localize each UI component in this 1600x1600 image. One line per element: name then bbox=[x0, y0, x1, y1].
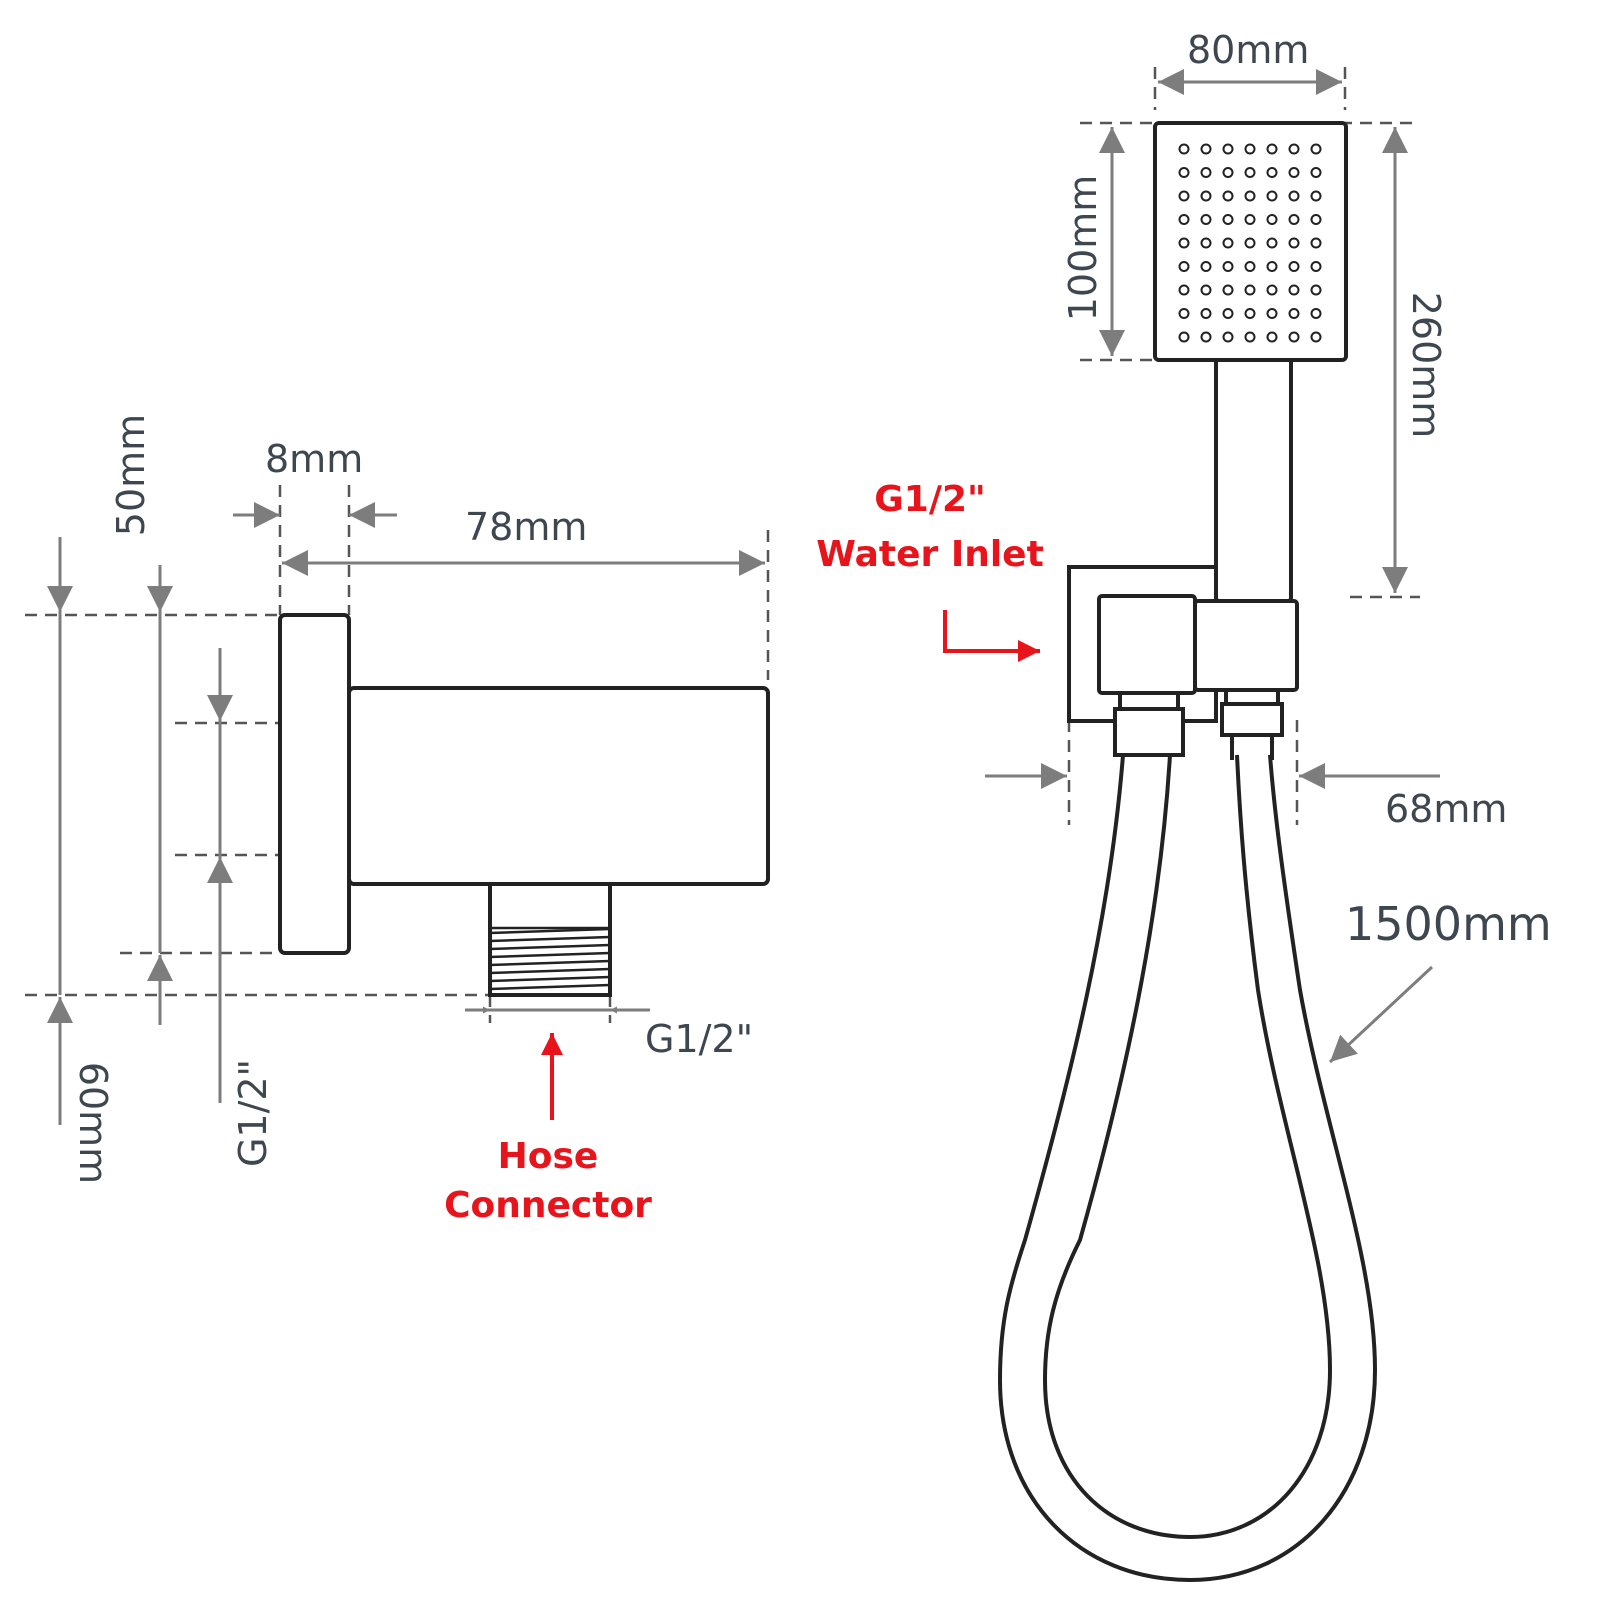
nozzle bbox=[1178, 237, 1190, 249]
hose-connector-callout-line1: Hose bbox=[498, 1136, 599, 1177]
dim-inlet-thread-label: G1/2" bbox=[231, 1059, 275, 1167]
nozzle bbox=[1310, 261, 1322, 272]
nozzle bbox=[1222, 308, 1234, 319]
nozzle bbox=[1310, 308, 1322, 319]
nozzle bbox=[1266, 331, 1278, 343]
nozzle bbox=[1310, 331, 1322, 343]
outlet-thread bbox=[489, 926, 611, 991]
hose-outer-line bbox=[997, 754, 1378, 1583]
nozzle bbox=[1288, 308, 1300, 319]
nozzle bbox=[1310, 284, 1322, 296]
dim-bracket-width-label: 68mm bbox=[1385, 787, 1507, 831]
nozzle bbox=[1310, 143, 1322, 155]
dim-head-width-label: 80mm bbox=[1187, 28, 1309, 72]
right-hose-nut bbox=[1220, 702, 1284, 737]
dim-body-length-label: 78mm bbox=[465, 505, 587, 549]
nozzle bbox=[1222, 331, 1234, 343]
left-hose-nut bbox=[1113, 707, 1185, 757]
nozzle bbox=[1288, 214, 1300, 225]
left-hose-nut-top bbox=[1118, 691, 1180, 711]
nozzle bbox=[1200, 214, 1212, 225]
dim-flange-thickness-label: 8mm bbox=[265, 437, 363, 481]
nozzle bbox=[1178, 284, 1190, 296]
nozzle bbox=[1200, 308, 1212, 319]
nozzle bbox=[1266, 261, 1278, 272]
dim-outlet-thread-label: G1/2" bbox=[645, 1017, 753, 1061]
right-hose-nut-top bbox=[1224, 688, 1280, 706]
nozzle bbox=[1178, 167, 1190, 178]
nozzle bbox=[1288, 237, 1300, 249]
hand-shower-drawing: 80mm 100mm 260mm 68mm 1500mm G1/2" Water… bbox=[816, 28, 1552, 1583]
nozzle bbox=[1178, 214, 1190, 225]
connector-body bbox=[347, 686, 770, 886]
shower-handle bbox=[1214, 355, 1293, 603]
shower-head-nozzles bbox=[1178, 143, 1322, 343]
nozzle bbox=[1178, 261, 1190, 272]
dim-hose-length-label: 1500mm bbox=[1345, 897, 1552, 951]
nozzle bbox=[1310, 237, 1322, 249]
nozzle bbox=[1244, 261, 1256, 272]
nozzle bbox=[1266, 214, 1278, 225]
nozzle bbox=[1244, 167, 1256, 178]
dim-total-length-label: 260mm bbox=[1404, 292, 1448, 439]
nozzle bbox=[1266, 308, 1278, 319]
nozzle bbox=[1310, 167, 1322, 178]
nozzle bbox=[1244, 308, 1256, 319]
nozzle bbox=[1266, 167, 1278, 178]
nozzle bbox=[1222, 214, 1234, 225]
nozzle bbox=[1266, 284, 1278, 296]
nozzle bbox=[1178, 190, 1190, 202]
nozzle bbox=[1178, 331, 1190, 343]
nozzle bbox=[1266, 237, 1278, 249]
nozzle bbox=[1288, 261, 1300, 272]
nozzle bbox=[1200, 167, 1212, 178]
nozzle bbox=[1200, 331, 1212, 343]
wall-flange bbox=[278, 613, 351, 955]
dim-total-height-label: 60mm bbox=[71, 1062, 115, 1184]
nozzle bbox=[1244, 284, 1256, 296]
nozzle bbox=[1222, 237, 1234, 249]
nozzle bbox=[1266, 190, 1278, 202]
nozzle bbox=[1178, 143, 1190, 155]
dim-body-height-label: 50mm bbox=[109, 414, 153, 536]
nozzle bbox=[1200, 190, 1212, 202]
hose-connector-callout-line2: Connector bbox=[444, 1185, 652, 1226]
bracket-elbow-fitting bbox=[1097, 594, 1197, 695]
nozzle bbox=[1288, 284, 1300, 296]
hose-inner-line bbox=[1042, 754, 1333, 1540]
nozzle bbox=[1222, 167, 1234, 178]
hose-length-leader bbox=[1328, 965, 1434, 1064]
nozzle bbox=[1222, 261, 1234, 272]
nozzle bbox=[1200, 261, 1212, 272]
water-inlet-arrow bbox=[943, 610, 1040, 662]
nozzle bbox=[1288, 331, 1300, 343]
dim-head-height-label: 100mm bbox=[1061, 175, 1105, 322]
nozzle bbox=[1288, 167, 1300, 178]
wall-connector-drawing: 8mm 78mm 50mm 60mm G1/2" G1/2" Hose Conn… bbox=[25, 414, 770, 1226]
shower-holder bbox=[1193, 599, 1299, 692]
nozzle bbox=[1288, 143, 1300, 155]
nozzle bbox=[1244, 190, 1256, 202]
nozzle bbox=[1244, 237, 1256, 249]
nozzle bbox=[1310, 214, 1322, 225]
nozzle bbox=[1244, 331, 1256, 343]
nozzle bbox=[1178, 308, 1190, 319]
nozzle bbox=[1310, 190, 1322, 202]
nozzle bbox=[1222, 190, 1234, 202]
nozzle bbox=[1244, 214, 1256, 225]
water-inlet-callout-line1: G1/2" bbox=[874, 479, 986, 520]
nozzle bbox=[1222, 143, 1234, 155]
shower-head bbox=[1153, 121, 1348, 362]
nozzle bbox=[1288, 190, 1300, 202]
nozzle bbox=[1222, 284, 1234, 296]
water-inlet-callout-line2: Water Inlet bbox=[816, 534, 1044, 575]
nozzle bbox=[1200, 284, 1212, 296]
nozzle bbox=[1200, 237, 1212, 249]
nozzle bbox=[1200, 143, 1212, 155]
nozzle bbox=[1266, 143, 1278, 155]
nozzle bbox=[1244, 143, 1256, 155]
